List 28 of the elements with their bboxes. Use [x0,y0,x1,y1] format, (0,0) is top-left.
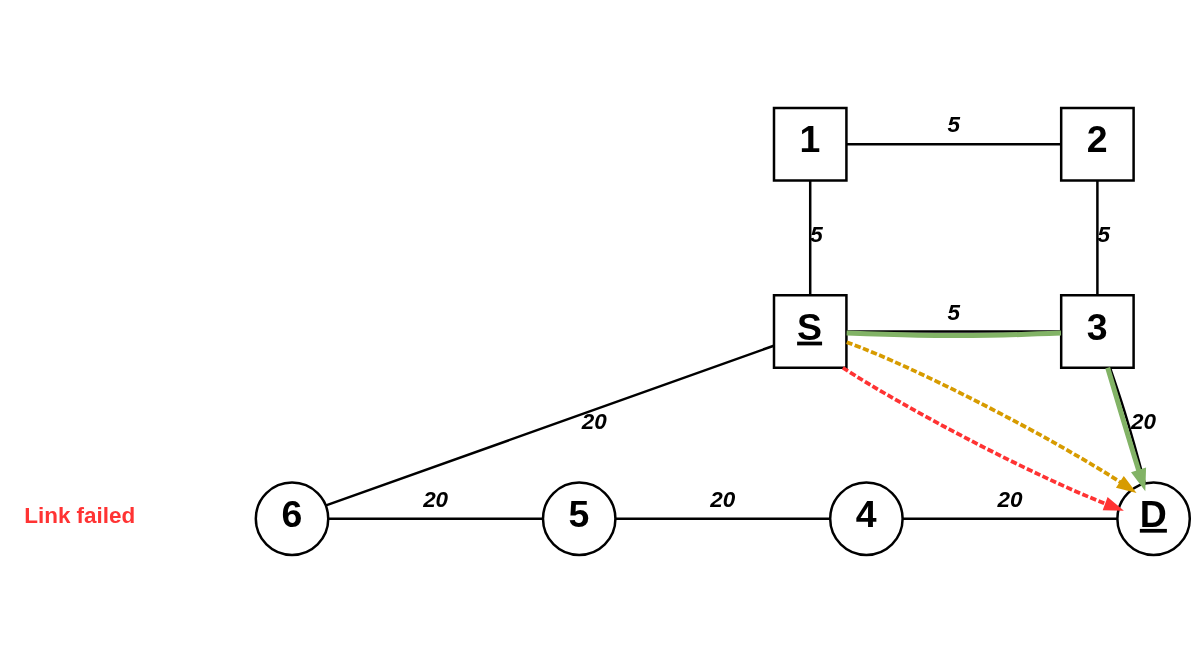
edge-label: 20 [581,408,607,434]
node-circle: 5 [541,480,617,556]
edge-label: 20 [997,486,1023,512]
arrow [846,339,1137,493]
connector [325,344,775,507]
node-circle: 6 [254,480,330,556]
connector [1096,180,1099,295]
connector [808,180,812,295]
connector [902,517,1118,520]
edge-label: 20 [710,486,736,512]
edge-label: 5 [947,299,961,325]
node-box: 1 [772,106,848,182]
connector [615,517,830,520]
node-circle: 4 [828,480,904,556]
connector [846,330,1062,338]
connector [846,329,1061,333]
edge-label: 20 [1131,408,1157,434]
arrow [841,365,1124,511]
connector [328,517,543,520]
node-circle: D [1116,480,1192,556]
node-box: S [772,293,848,369]
node-box: 3 [1059,293,1135,369]
edge-label: 20 [423,486,449,512]
connector [846,142,1061,145]
node-box: 2 [1059,106,1135,182]
edge-label: 5 [947,111,961,137]
edge-label: 5 [810,221,823,247]
label: Link failed [24,502,136,528]
